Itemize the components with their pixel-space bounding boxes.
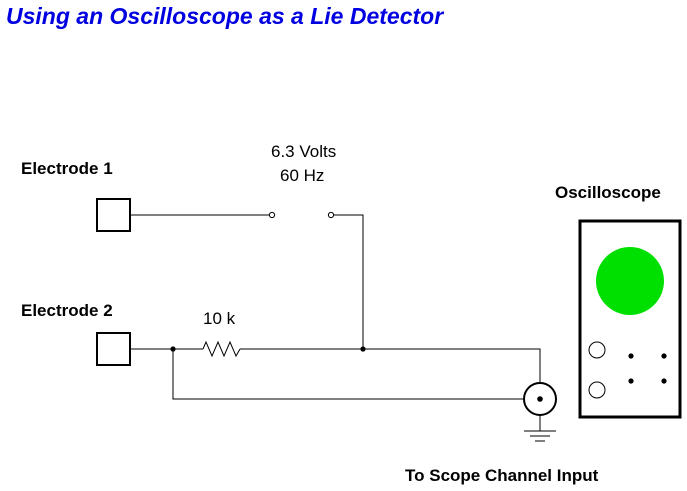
electrode-2-terminal: [96, 332, 131, 366]
scope-knob-top: [588, 341, 606, 359]
wire-resistor-to-scope: [240, 348, 541, 383]
resistor-label: 10 k: [203, 309, 236, 328]
page-title: Using an Oscilloscope as a Lie Detector: [6, 3, 444, 29]
frequency-label: 60 Hz: [280, 166, 324, 185]
source-contact-left: [268, 211, 276, 219]
electrode-1-label: Electrode 1: [21, 159, 113, 178]
voltage-label: 6.3 Volts: [271, 142, 336, 161]
bnc-connector-icon: [523, 382, 557, 431]
scope-knob-bottom: [588, 381, 606, 399]
scope-input-label: To Scope Channel Input: [405, 466, 599, 485]
wire-source-to-junction: [334, 214, 364, 349]
ground-icon: [524, 430, 556, 442]
oscilloscope-screen: [596, 247, 664, 315]
oscilloscope-icon: [578, 219, 682, 419]
resistor-icon: [202, 340, 241, 358]
electrode-2-label: Electrode 2: [21, 301, 113, 320]
electrode-1-terminal: [96, 198, 131, 232]
wire-return-to-bnc: [172, 349, 524, 400]
junction-dot-right: [360, 346, 366, 352]
source-contact-right: [327, 211, 335, 219]
oscilloscope-label: Oscilloscope: [555, 183, 661, 202]
